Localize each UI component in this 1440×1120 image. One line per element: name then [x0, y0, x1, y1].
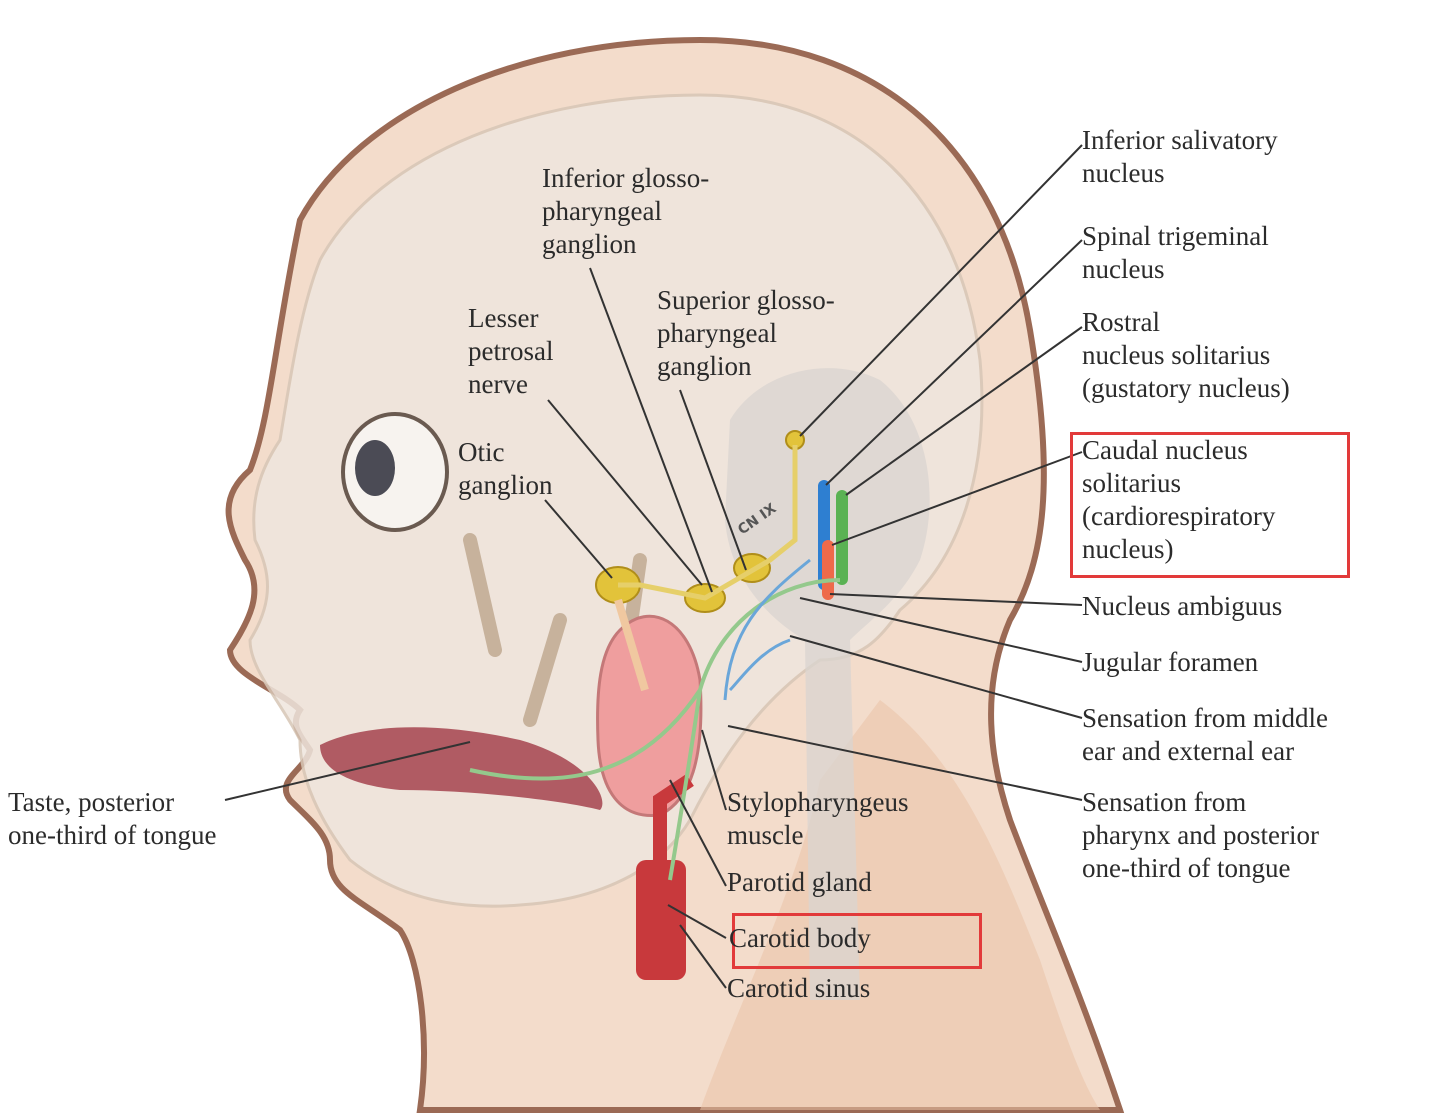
skull — [248, 93, 984, 908]
carotid-artery — [636, 860, 686, 980]
label-carotid-sinus: Carotid sinus — [727, 973, 871, 1003]
iris — [355, 440, 395, 496]
brainstem — [725, 368, 930, 1000]
nerve-green — [469, 578, 841, 881]
nerve-yellow — [618, 445, 798, 601]
caudal-highlight-box — [1070, 432, 1350, 578]
carotid-body-highlight-box — [732, 913, 982, 969]
label-nucleus-ambiguus: Nucleus ambiguus — [1082, 591, 1283, 621]
label-parotid-gland: Parotid gland — [727, 867, 872, 897]
neck-shadow — [700, 700, 1100, 1110]
label-carotid-body: Carotid body — [729, 923, 871, 953]
nerve-blue — [723, 558, 811, 701]
nucleus-green — [836, 490, 848, 585]
tongue — [320, 727, 603, 810]
label-jugular-foramen: Jugular foramen — [1082, 647, 1259, 677]
carotid-branch — [653, 774, 694, 860]
leader-lines — [224, 144, 1083, 989]
parotid-nerve — [614, 598, 649, 692]
nucleus-red — [822, 540, 834, 600]
